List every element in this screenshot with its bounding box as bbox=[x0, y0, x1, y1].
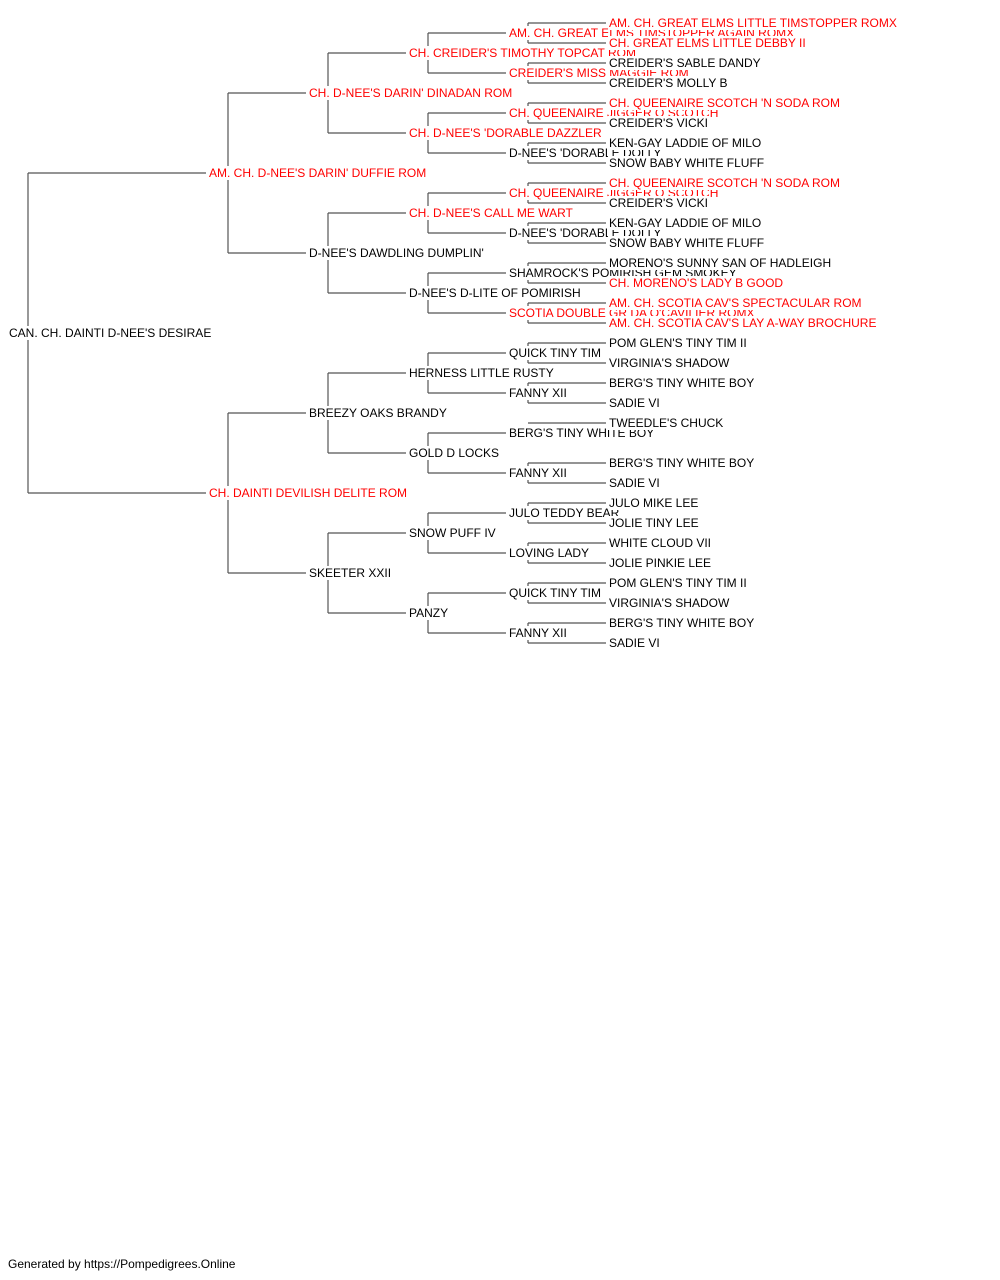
pedigree-entry-creider-s-molly-b: CREIDER'S MOLLY B bbox=[608, 76, 729, 90]
pedigree-entry-am-ch-great-elms-little-timstopper-romx: AM. CH. GREAT ELMS LITTLE TIMSTOPPER ROM… bbox=[608, 16, 898, 30]
pedigree-entry-tweedle-s-chuck: TWEEDLE'S CHUCK bbox=[608, 416, 725, 430]
pedigree-entry-panzy: PANZY bbox=[408, 606, 450, 620]
pedigree-entry-ch-creider-s-timothy-topcat-rom: CH. CREIDER'S TIMOTHY TOPCAT ROM bbox=[408, 46, 637, 60]
pedigree-entry-jolie-tiny-lee: JOLIE TINY LEE bbox=[608, 516, 700, 530]
pedigree-entry-sadie-vi: SADIE VI bbox=[608, 396, 661, 410]
generated-by-footer: Generated by https://Pompedigrees.Online bbox=[8, 1257, 236, 1271]
pedigree-entry-ch-queenaire-scotch-n-soda-rom: CH. QUEENAIRE SCOTCH 'N SODA ROM bbox=[608, 96, 841, 110]
pedigree-entry-snow-puff-iv: SNOW PUFF IV bbox=[408, 526, 497, 540]
pedigree-entry-ken-gay-laddie-of-milo: KEN-GAY LADDIE OF MILO bbox=[608, 216, 763, 230]
pedigree-entry-berg-s-tiny-white-boy: BERG'S TINY WHITE BOY bbox=[608, 456, 756, 470]
pedigree-entry-ch-queenaire-scotch-n-soda-rom: CH. QUEENAIRE SCOTCH 'N SODA ROM bbox=[608, 176, 841, 190]
pedigree-entry-berg-s-tiny-white-boy: BERG'S TINY WHITE BOY bbox=[608, 376, 756, 390]
pedigree-entry-ch-great-elms-little-debby-ii: CH. GREAT ELMS LITTLE DEBBY II bbox=[608, 36, 807, 50]
pedigree-entry-sadie-vi: SADIE VI bbox=[608, 476, 661, 490]
pedigree-entry-loving-lady: LOVING LADY bbox=[508, 546, 591, 560]
pedigree-entry-ch-d-nee-s-dorable-dazzler: CH. D-NEE'S 'DORABLE DAZZLER bbox=[408, 126, 603, 140]
pedigree-entry-snow-baby-white-fluff: SNOW BABY WHITE FLUFF bbox=[608, 156, 766, 170]
pedigree-entry-fanny-xii: FANNY XII bbox=[508, 466, 568, 480]
pedigree-entry-am-ch-d-nee-s-darin-duffie-rom: AM. CH. D-NEE'S DARIN' DUFFIE ROM bbox=[208, 166, 428, 180]
pedigree-entry-creider-s-sable-dandy: CREIDER'S SABLE DANDY bbox=[608, 56, 762, 70]
pedigree-entry-quick-tiny-tim: QUICK TINY TIM bbox=[508, 346, 603, 360]
pedigree-entry-d-nee-s-dawdling-dumplin: D-NEE'S DAWDLING DUMPLIN' bbox=[308, 246, 485, 260]
pedigree-entry-herness-little-rusty: HERNESS LITTLE RUSTY bbox=[408, 366, 555, 380]
pedigree-entry-jolie-pinkie-lee: JOLIE PINKIE LEE bbox=[608, 556, 713, 570]
pedigree-entry-skeeter-xxii: SKEETER XXII bbox=[308, 566, 393, 580]
pedigree-entry-ch-moreno-s-lady-b-good: CH. MORENO'S LADY B GOOD bbox=[608, 276, 785, 290]
pedigree-entry-ch-d-nee-s-call-me-wart: CH. D-NEE'S CALL ME WART bbox=[408, 206, 574, 220]
pedigree-entry-ch-d-nee-s-darin-dinadan-rom: CH. D-NEE'S DARIN' DINADAN ROM bbox=[308, 86, 514, 100]
pedigree-entry-ken-gay-laddie-of-milo: KEN-GAY LADDIE OF MILO bbox=[608, 136, 763, 150]
pedigree-entry-ch-dainti-devilish-delite-rom: CH. DAINTI DEVILISH DELITE ROM bbox=[208, 486, 409, 500]
pedigree-entry-snow-baby-white-fluff: SNOW BABY WHITE FLUFF bbox=[608, 236, 766, 250]
pedigree-entry-d-nee-s-d-lite-of-pomirish: D-NEE'S D-LITE OF POMIRISH bbox=[408, 286, 582, 300]
pedigree-entry-fanny-xii: FANNY XII bbox=[508, 626, 568, 640]
pedigree-entry-virginia-s-shadow: VIRGINIA'S SHADOW bbox=[608, 596, 731, 610]
pedigree-entry-julo-mike-lee: JULO MIKE LEE bbox=[608, 496, 700, 510]
pedigree-entry-white-cloud-vii: WHITE CLOUD VII bbox=[608, 536, 713, 550]
pedigree-entry-sadie-vi: SADIE VI bbox=[608, 636, 661, 650]
pedigree-entry-quick-tiny-tim: QUICK TINY TIM bbox=[508, 586, 603, 600]
pedigree-entry-creider-s-vicki: CREIDER'S VICKI bbox=[608, 116, 709, 130]
pedigree-entry-pom-glen-s-tiny-tim-ii: POM GLEN'S TINY TIM II bbox=[608, 576, 748, 590]
pedigree-entry-berg-s-tiny-white-boy: BERG'S TINY WHITE BOY bbox=[608, 616, 756, 630]
pedigree-entry-can-ch-dainti-d-nee-s-desirae: CAN. CH. DAINTI D-NEE'S DESIRAE bbox=[8, 326, 213, 340]
pedigree-entry-pom-glen-s-tiny-tim-ii: POM GLEN'S TINY TIM II bbox=[608, 336, 748, 350]
pedigree-entry-julo-teddy-bear: JULO TEDDY BEAR bbox=[508, 506, 621, 520]
pedigree-entry-virginia-s-shadow: VIRGINIA'S SHADOW bbox=[608, 356, 731, 370]
pedigree-entry-fanny-xii: FANNY XII bbox=[508, 386, 568, 400]
pedigree-entry-gold-d-locks: GOLD D LOCKS bbox=[408, 446, 501, 460]
pedigree-entry-moreno-s-sunny-san-of-hadleigh: MORENO'S SUNNY SAN OF HADLEIGH bbox=[608, 256, 833, 270]
pedigree-entry-am-ch-scotia-cav-s-spectacular-rom: AM. CH. SCOTIA CAV'S SPECTACULAR ROM bbox=[608, 296, 863, 310]
pedigree-entry-breezy-oaks-brandy: BREEZY OAKS BRANDY bbox=[308, 406, 448, 420]
pedigree-entry-am-ch-scotia-cav-s-lay-a-way-brochure: AM. CH. SCOTIA CAV'S LAY A-WAY BROCHURE bbox=[608, 316, 878, 330]
pedigree-entry-creider-s-vicki: CREIDER'S VICKI bbox=[608, 196, 709, 210]
